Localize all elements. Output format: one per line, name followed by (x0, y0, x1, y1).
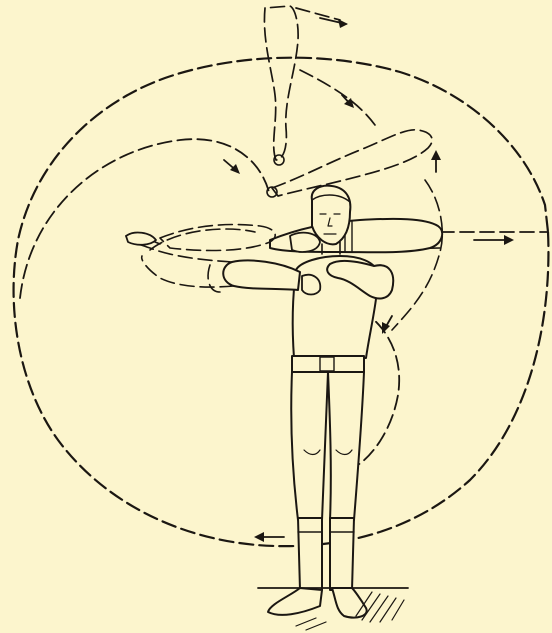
motion-circle (14, 58, 549, 546)
direction-arrow-icon (338, 19, 348, 28)
direction-arrow-icon (504, 235, 514, 245)
direction-arrow-icon (431, 150, 441, 160)
direction-arrow-icon (382, 322, 390, 334)
upper-arc (300, 70, 375, 125)
club-angled (267, 130, 432, 197)
direction-arrow-icon (254, 532, 264, 542)
club-left (160, 225, 275, 251)
